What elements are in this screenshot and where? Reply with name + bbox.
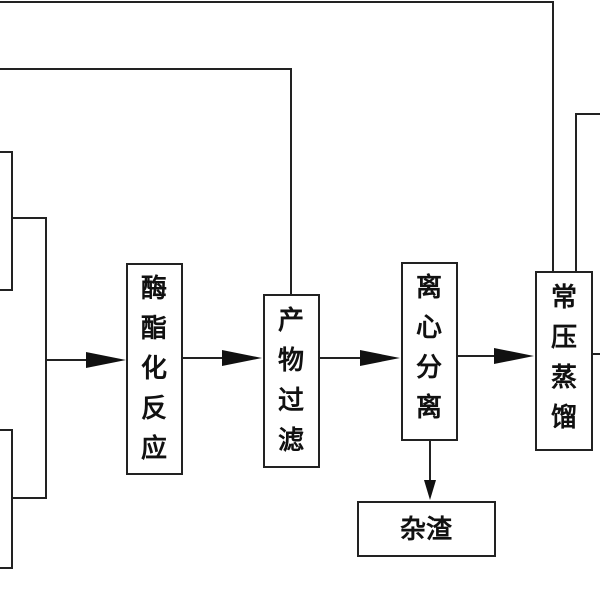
node-enzymatic-esterification-char-1: 酶 [141,274,167,304]
node-enzymatic-esterification-char-2: 酯 [141,314,167,344]
arrowhead-to-reaction [86,352,126,368]
node-atmospheric-distillation-char-3: 蒸 [551,363,577,393]
node-enzymatic-esterification: 酶 酯 化 反 应 [126,263,183,475]
node-atmospheric-distillation-char-2: 压 [551,323,577,353]
node-atmospheric-distillation-char-4: 馏 [551,403,577,433]
node-residue-box [357,501,496,557]
arrowhead-to-residue [424,480,436,500]
node-product-filtration-char-4: 滤 [278,426,304,456]
arrowheads [86,348,534,500]
node-residue-label: 杂渣 [400,515,453,545]
recycle-line-filtration [0,68,292,295]
distillation-right-output-line [575,113,600,272]
recycle-line-distillation-top [0,1,554,272]
arrowhead-to-separation [360,350,400,366]
left-input-bracket-bottom [0,429,13,569]
node-enzymatic-esterification-char-4: 反 [141,394,167,424]
node-centrifugal-separation: 离 心 分 离 [401,262,458,441]
node-product-filtration-char-3: 过 [278,386,304,416]
node-enzymatic-esterification-char-5: 应 [141,433,167,464]
node-atmospheric-distillation-box [535,271,593,451]
node-atmospheric-distillation-char-1: 常 [551,283,577,313]
arrowhead-to-filtration [222,350,262,366]
node-enzymatic-esterification-char-3: 化 [141,354,167,384]
node-centrifugal-separation-char-3: 分 [416,353,442,383]
node-enzymatic-esterification-box [126,263,183,475]
node-atmospheric-distillation: 常 压 蒸 馏 [535,271,593,451]
node-product-filtration-box [263,294,320,468]
arrowhead-to-distillation [494,348,534,364]
node-residue: 杂渣 [357,501,496,557]
node-product-filtration: 产 物 过 滤 [263,294,320,468]
node-centrifugal-separation-char-2: 心 [416,313,442,343]
node-centrifugal-separation-char-4: 离 [416,392,442,423]
node-product-filtration-char-2: 物 [278,346,304,376]
left-input-bracket-top [0,151,13,291]
node-product-filtration-char-1: 产 [278,306,304,336]
node-centrifugal-separation-char-1: 离 [416,272,442,303]
left-merge-connector [12,217,47,499]
connector-lines [0,1,600,569]
node-centrifugal-separation-box [401,262,458,441]
